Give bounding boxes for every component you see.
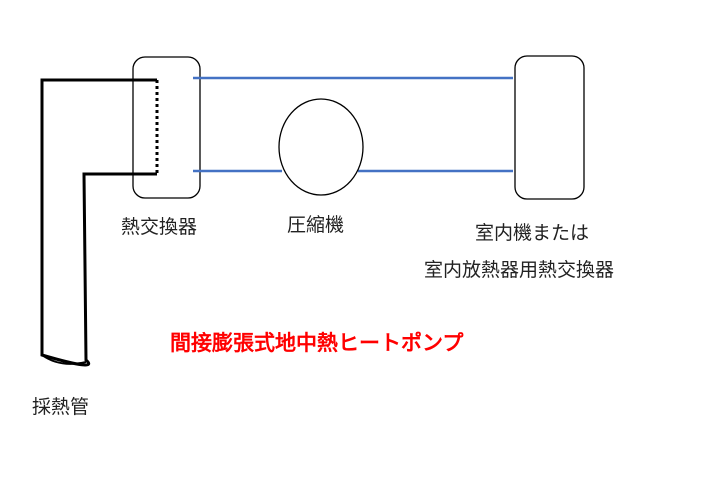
compressor-shape [278, 98, 364, 196]
collector-pipe-label: 採熱管 [32, 396, 90, 418]
heat-exchanger-label: 熱交換器 [121, 216, 198, 238]
indoor-unit-label-2: 室内放熱器用熱交換器 [424, 259, 615, 281]
indoor-unit-box [514, 55, 585, 200]
compressor-label: 圧縮機 [287, 214, 345, 236]
heat-exchanger-box [132, 56, 201, 199]
diagram-title: 間接膨張式地中熱ヒートポンプ [170, 331, 464, 355]
indoor-unit-label-1: 室内機または [475, 222, 590, 244]
ground-loop-bottom [41, 354, 87, 365]
